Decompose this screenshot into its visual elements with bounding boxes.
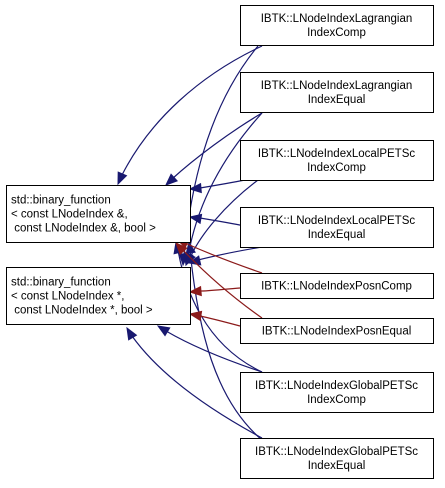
arrowhead-icon: [156, 325, 171, 337]
class-name-line: IndexEqual: [308, 460, 366, 472]
class-name-line: IndexComp: [307, 394, 366, 406]
edge-posn_comp-to-bf_ptr: [188, 285, 241, 297]
edge-loc_comp-to-bf_ref: [188, 179, 246, 194]
arrowhead-icon: [188, 213, 203, 225]
class-name-line: IBTK::LNodeIndexLagrangian: [261, 80, 413, 92]
class-name-line: const LNodeIndex *, bool >: [11, 305, 153, 317]
arrowhead-icon: [188, 310, 203, 322]
arrowhead-icon: [188, 285, 202, 297]
class-name-line: IBTK::LNodeIndexLocalPETSc: [258, 215, 415, 227]
arrowhead-icon: [126, 326, 138, 341]
class-name-line: IndexEqual: [308, 94, 366, 106]
class-node-posn-comp[interactable]: IBTK::LNodeIndexPosnComp: [240, 273, 434, 299]
class-node-posn-eq[interactable]: IBTK::LNodeIndexPosnEqual: [240, 318, 434, 344]
class-name-line: IBTK::LNodeIndexGlobalPETSc: [255, 380, 418, 392]
class-name-line: IndexComp: [307, 162, 366, 174]
edge-glob_eq-to-bf_ptr: [126, 326, 263, 439]
class-name-line: const LNodeIndex &, bool >: [11, 223, 156, 235]
edge-lag_eq-to-bf_ref: [165, 112, 263, 186]
class-name-line: IBTK::LNodeIndexLocalPETSc: [258, 148, 415, 160]
class-node-bf-ptr[interactable]: std::binary_function< const LNodeIndex *…: [6, 267, 191, 325]
arrowhead-icon: [188, 182, 202, 194]
edge-posn_eq-to-bf_ptr: [188, 310, 241, 327]
class-name-line: IBTK::LNodeIndexPosnComp: [261, 281, 412, 293]
class-name-line: std::binary_function: [11, 195, 111, 207]
class-node-bf-ref[interactable]: std::binary_function< const LNodeIndex &…: [6, 185, 191, 243]
edge-lag_comp-to-bf_ref: [117, 45, 263, 186]
class-name-line: < const LNodeIndex *,: [11, 291, 124, 303]
arrowhead-icon: [165, 173, 179, 186]
edge-glob_comp-to-bf_ptr: [156, 325, 263, 373]
edge-loc_eq-to-bf_ptr: [187, 246, 263, 266]
inheritance-edges: [117, 45, 263, 441]
class-name-line: IBTK::LNodeIndexLagrangian: [261, 13, 413, 25]
class-name-line: < const LNodeIndex &,: [11, 209, 128, 221]
class-name-line: IBTK::LNodeIndexPosnEqual: [262, 326, 412, 338]
arrowhead-icon: [175, 242, 188, 256]
class-nodes: std::binary_function< const LNodeIndex &…: [6, 5, 434, 479]
class-name-line: IndexEqual: [308, 229, 366, 241]
arrowhead-icon: [187, 255, 202, 266]
edge-posn_eq-to-bf_ref: [175, 242, 263, 319]
class-name-line: IBTK::LNodeIndexGlobalPETSc: [255, 446, 418, 458]
arrowhead-icon: [117, 171, 128, 186]
class-name-line: IndexComp: [307, 27, 366, 39]
class-name-line: std::binary_function: [11, 277, 111, 289]
